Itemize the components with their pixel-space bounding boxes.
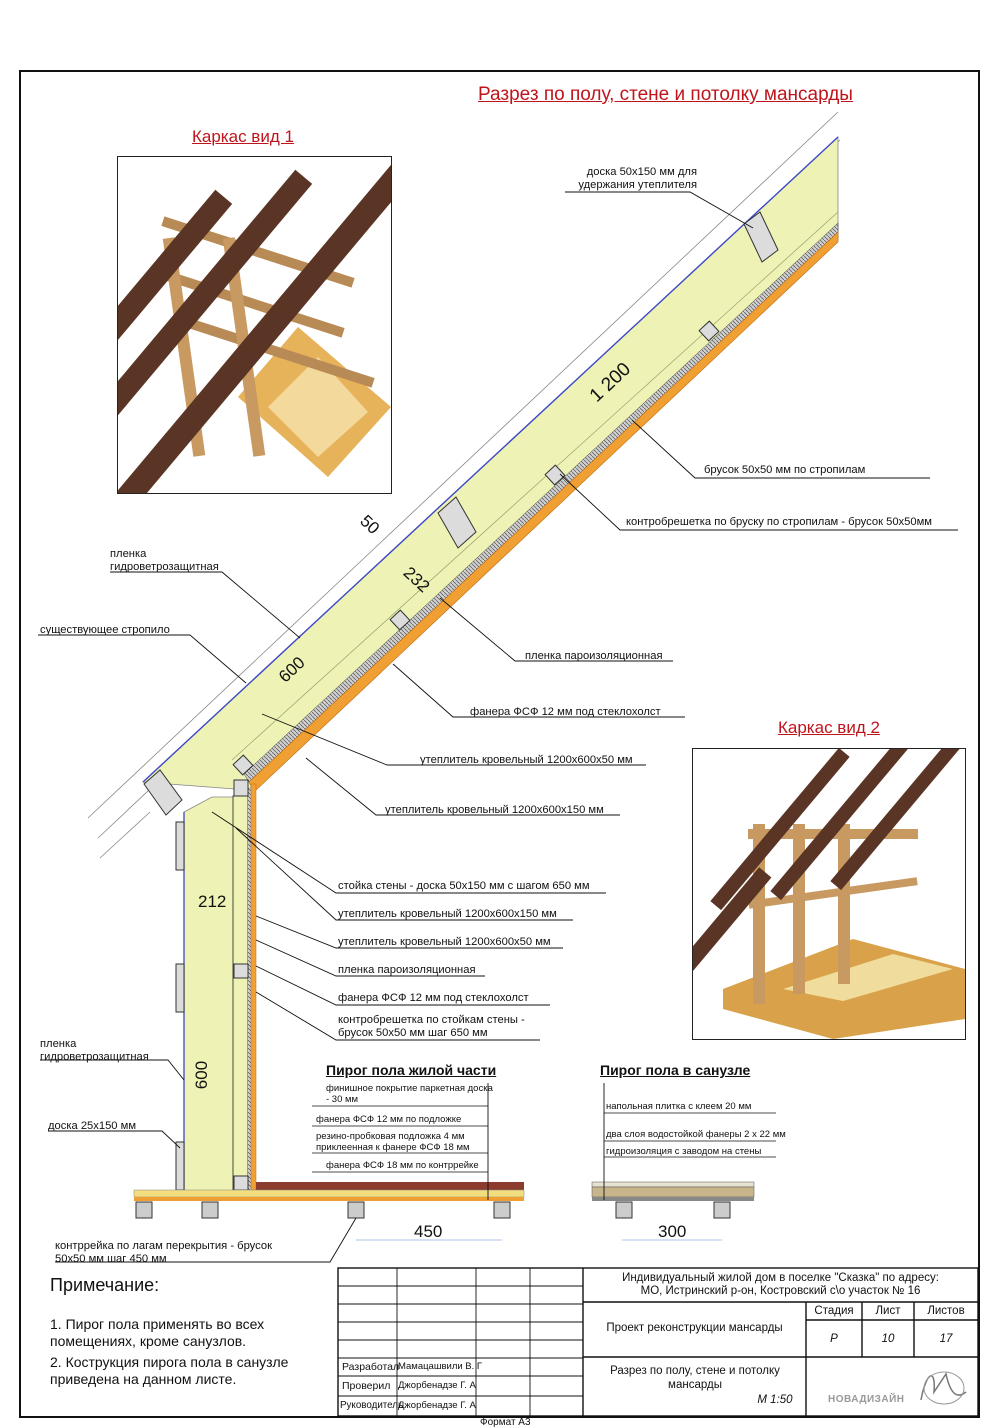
callout-board-holder-text: доска 50х150 мм для удержания утеплителя: [578, 166, 697, 191]
callout-vapor-roof: пленка пароизоляционная: [525, 650, 663, 662]
roof-batten-1: [698, 320, 720, 342]
sheet-format: Формат А3: [480, 1417, 531, 1428]
notes-heading: Примечание:: [50, 1275, 160, 1295]
wall-board-top: [175, 821, 185, 871]
tb-stage: Р: [830, 1333, 838, 1345]
living-layer-3-text: резино-пробковая подложка 4 мм приклеенн…: [316, 1131, 470, 1153]
living-layer-1: финишное покрытие паркетная доска - 30 м…: [326, 1083, 494, 1105]
callout-insulation-50-roof: утеплитель кровельный 1200х600х50 мм: [420, 754, 633, 766]
callout-membrane-wall: пленка гидроветрозащитная: [40, 1038, 160, 1064]
bath-joist-1: [615, 1201, 633, 1219]
tb-role-2: Проверил: [342, 1380, 391, 1392]
living-layer-3: резино-пробковая подложка 4 мм приклеенн…: [316, 1131, 491, 1153]
callout-batten-rafters: брусок 50х50 мм по стропилам: [704, 464, 866, 476]
callout-board-holder: доска 50х150 мм для удержания утеплителя: [567, 166, 697, 192]
living-floor-title: Пирог пола жилой части: [326, 1062, 497, 1078]
note-1-text: 1. Пирог пола применять во всех помещени…: [50, 1316, 265, 1349]
tb-drawing-name: Разрез по полу, стене и потолку мансарды: [600, 1364, 790, 1392]
floor-plank-dark: [256, 1182, 524, 1190]
dim-floor-450: 450: [414, 1222, 443, 1241]
dim-wall-212: 212: [198, 892, 227, 911]
tb-sheet-header: Лист: [875, 1305, 901, 1317]
page-title: Разрез по полу, стене и потолку мансарды: [478, 84, 853, 105]
tb-name-1: Мамацашвили В. Г: [398, 1361, 483, 1372]
tb-drawing-name-text: Разрез по полу, стене и потолку мансарды: [610, 1365, 780, 1391]
floor-leaders: [312, 1105, 776, 1173]
callout-membrane-wall-text: пленка гидроветрозащитная: [40, 1038, 149, 1063]
callout-existing-rafter: существующее стропило: [40, 624, 170, 636]
company-name: НОВАДИЗАЙН: [828, 1394, 905, 1405]
roof-board-block-1: [743, 211, 779, 263]
bath-ply-2: [592, 1197, 754, 1201]
company-logo: НОВАДИЗАЙН: [826, 1362, 976, 1414]
living-layer-1-text: финишное покрытие паркетная доска - 30 м…: [326, 1083, 493, 1105]
rafter-line-1: [87, 111, 839, 819]
roof-membrane: [142, 136, 839, 783]
roof-batten-3: [389, 609, 411, 631]
note-2: 2. Кострукция пирога пола в санузле прив…: [50, 1354, 310, 1388]
callout-plywood-roof: фанера ФСФ 12 мм под стеклохолст: [470, 706, 661, 718]
floor-joist-4: [493, 1201, 511, 1219]
wall-board-mid: [175, 963, 185, 1013]
tb-doc-name: Проект реконструкции мансарды: [606, 1322, 783, 1334]
frame-view1-image: [117, 156, 392, 494]
callout-vapor-wall: пленка пароизоляционная: [338, 964, 476, 976]
callout-insulation-50-wall: утеплитель кровельный 1200х600х50 мм: [338, 936, 551, 948]
roof-leaders: [38, 191, 958, 1263]
bath-floor-title: Пирог пола в санузле: [600, 1062, 751, 1078]
roof-board-block-2: [437, 496, 477, 549]
tb-name-2: Джорбенадзе Г. А: [398, 1380, 476, 1391]
tb-address: МО, Истринский р-он, Костровский с\о уча…: [640, 1285, 921, 1297]
callout-insulation-150-roof: утеплитель кровельный 1200х600х150 мм: [385, 804, 604, 816]
tb-scale: М 1:50: [757, 1394, 793, 1406]
sheet-frame: [19, 70, 980, 1418]
callout-membrane-roof: пленка гидроветрозащитная: [110, 548, 230, 574]
callout-insulation-150-wall: утеплитель кровельный 1200х600х150 мм: [338, 908, 557, 920]
bath-layer-3: гидроизоляция с заводом на стены: [606, 1146, 762, 1157]
callout-counter-batten-wall-text: контробрешетка по стойкам стены - брусок…: [338, 1014, 525, 1039]
bath-joist-2: [713, 1201, 731, 1219]
callout-floor-batten: контррейка по лагам перекрытия - брусок …: [55, 1240, 295, 1266]
callout-counter-batten: контробрешетка по бруску по стропилам - …: [626, 516, 932, 528]
floor-joist-1: [135, 1201, 153, 1219]
floor-yellow-2: [134, 1197, 524, 1201]
bath-layer-1: напольная плитка с клеем 20 мм: [606, 1101, 752, 1112]
callout-plywood-wall: фанера ФСФ 12 мм под стеклохолст: [338, 992, 529, 1004]
note-1: 1. Пирог пола применять во всех помещени…: [50, 1316, 310, 1350]
rafter-line-3: [99, 811, 151, 859]
view2-title: Каркас вид 2: [778, 718, 880, 737]
tb-stage-header: Стадия: [814, 1305, 854, 1317]
tb-role-3: Руководитель: [340, 1400, 404, 1411]
callout-stud: стойка стены - доска 50х150 мм с шагом 6…: [338, 880, 590, 892]
tb-name-3: Джорбенадзе Г. А: [398, 1400, 476, 1411]
callout-membrane-roof-text: пленка гидроветрозащитная: [110, 548, 219, 573]
view1-title: Каркас вид 1: [192, 127, 294, 146]
tb-sheets-header: Листов: [927, 1305, 965, 1317]
tb-sheet: 10: [881, 1333, 895, 1345]
roof-inner-line: [231, 211, 839, 761]
tb-role-1: Разработал: [342, 1361, 400, 1373]
callout-board-25: доска 25х150 мм: [48, 1120, 137, 1132]
floor-joist-2: [201, 1201, 219, 1219]
wall-batten-top: [233, 779, 249, 797]
roof-batten-2: [544, 464, 566, 486]
living-layer-2: фанера ФСФ 12 мм по подложке: [316, 1114, 462, 1125]
roof-board-block-3: [143, 769, 183, 816]
callout-floor-batten-text: контррейка по лагам перекрытия - брусок …: [55, 1240, 272, 1265]
note-2-text: 2. Кострукция пирога пола в санузле прив…: [50, 1354, 289, 1387]
dim-floor-300: 300: [658, 1222, 687, 1241]
wall-hatch-strip: [248, 788, 251, 1190]
bath-layer-2: два слоя водостойкой фанеры 2 х 22 мм: [606, 1129, 786, 1140]
wall-batten-mid: [233, 963, 249, 979]
callout-counter-batten-wall: контробрешетка по стойкам стены - брусок…: [338, 1014, 548, 1040]
living-layer-4: фанера ФСФ 18 мм по контррейке: [326, 1160, 479, 1171]
tb-sheets: 17: [939, 1333, 953, 1345]
roof-batten-4: [232, 754, 254, 776]
tb-project: Индивидуальный жилой дом в поселке "Сказ…: [622, 1272, 939, 1284]
frame-view2-image: [692, 748, 966, 1040]
